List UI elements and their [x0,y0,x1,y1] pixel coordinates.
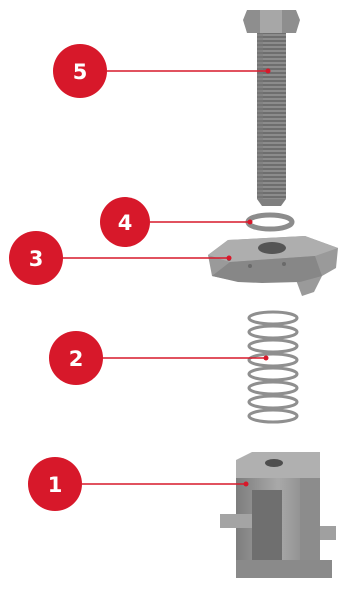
clamp-plate-part [208,236,338,296]
callout-1: 1 [28,457,249,511]
callout-2: 2 [49,331,269,385]
callout-3: 3 [9,231,232,285]
callout-4: 4 [100,197,253,247]
callout-5: 5 [53,44,271,98]
spring-part [247,310,299,424]
callout-2-label: 2 [69,347,84,371]
callout-5-label: 5 [73,60,88,84]
callout-1-label: 1 [48,473,63,497]
callout-4-label: 4 [118,211,133,235]
washer-part [245,212,295,232]
channel-nut-body-part [220,452,336,578]
hex-bolt-part [243,10,300,206]
callout-3-label: 3 [29,247,44,271]
